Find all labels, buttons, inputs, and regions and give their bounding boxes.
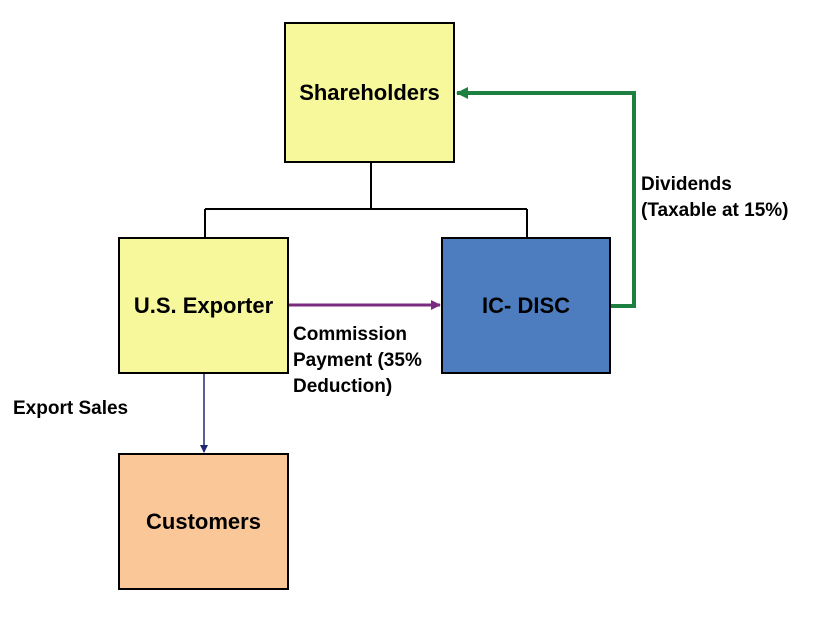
shareholders-label: Shareholders (299, 79, 440, 105)
export-sales-label: Export Sales (13, 398, 129, 419)
us-exporter-label: U.S. Exporter (133, 292, 274, 318)
dividends-arrow (456, 87, 636, 308)
ic-disc-box: IC- DISC (441, 237, 611, 374)
commission-label-line-2: Payment (35% (293, 350, 422, 371)
shareholders-box: Shareholders (284, 22, 455, 163)
customers-box: Customers (118, 453, 289, 590)
customers-label: Customers (146, 508, 261, 534)
dividends-label-line-1: Dividends (641, 174, 732, 195)
dividends-label: Dividends (Taxable at 15%) (641, 172, 788, 224)
us-exporter-box: U.S. Exporter (118, 237, 289, 374)
dividends-label-line-2: (Taxable at 15%) (641, 200, 789, 221)
ownership-connector (204, 163, 528, 237)
commission-label-line-3: Deduction) (293, 376, 393, 397)
ic-disc-label: IC- DISC (482, 292, 570, 318)
commission-label: Commission Payment (35% Deduction) (293, 322, 422, 400)
commission-label-line-1: Commission (293, 324, 408, 345)
